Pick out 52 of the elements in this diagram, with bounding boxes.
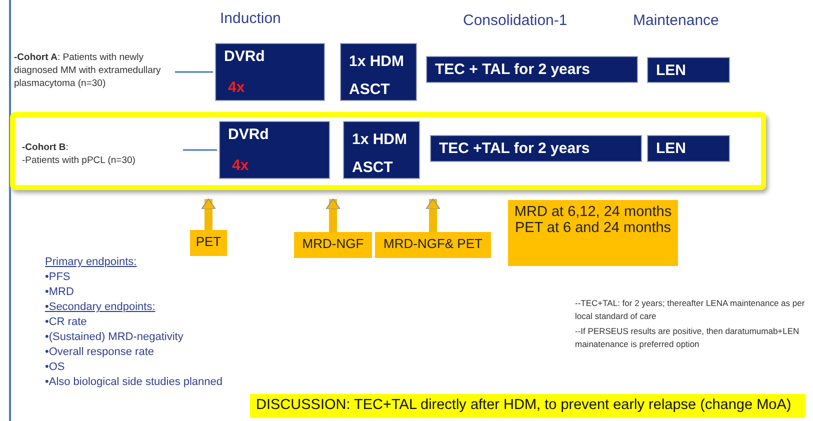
treatment-label: TEC + TAL for 2 years	[435, 61, 591, 78]
assessment-box	[190, 230, 227, 256]
block-arrow	[201, 198, 216, 230]
treatment-box	[426, 56, 638, 83]
assessment-box	[508, 200, 678, 266]
assessment-label: PET	[195, 234, 222, 249]
connector-line	[183, 149, 217, 151]
cohort-highlight-band	[10, 112, 766, 190]
treatment-label: TEC +TAL for 2 years	[439, 140, 591, 157]
cohort-description: -Cohort B:	[22, 142, 70, 155]
cycle-count: 4x	[232, 157, 250, 174]
treatment-box	[647, 57, 730, 83]
assessment-label: PET at 6 and 24 months	[514, 220, 672, 236]
treatment-box	[340, 43, 417, 101]
discussion-banner	[250, 394, 805, 418]
block-arrow	[326, 198, 340, 232]
cohort-description: -Patients with pPCL (n=30)	[22, 154, 136, 168]
treatment-box	[343, 121, 420, 179]
footnote: --TEC+TAL: for 2 years; thereafter LENA maintenance as per local standard of care	[575, 297, 806, 324]
endpoint-item: •CR rate	[45, 316, 87, 328]
endpoint-heading: Primary endpoints:	[45, 256, 137, 268]
treatment-label: 1x HDM ASCT	[352, 130, 408, 178]
assessment-label: MRD at 6,12, 24 months	[513, 204, 673, 220]
cycle-count: 4x	[228, 79, 246, 96]
connector-line	[175, 71, 213, 73]
treatment-box	[215, 43, 325, 101]
phase-heading: Induction	[220, 10, 281, 27]
treatment-label: LEN	[656, 62, 687, 79]
phase-heading: Consolidation-1	[463, 12, 568, 29]
cohort-description: -Cohort A: Patients with newly diagnosed MM with extramedullary plasmacytoma (n=30)	[14, 52, 162, 90]
treatment-box	[430, 135, 642, 162]
endpoint-item: •Overall response rate	[45, 346, 154, 358]
treatment-label: DVRd	[228, 126, 270, 143]
assessment-box	[294, 232, 372, 258]
treatment-label: DVRd	[224, 48, 266, 65]
discussion-text: DISCUSSION: TEC+TAL directly after HDM, to prevent early relapse (change MoA)	[256, 397, 792, 413]
assessment-label: MRD-NGF	[301, 236, 365, 251]
block-arrow	[426, 198, 440, 232]
endpoint-item: •(Sustained) MRD-negativity	[45, 331, 184, 343]
footnote: --If PERSEUS results are positive, then daratumumab+LEN mainatenance is preferred option	[575, 325, 800, 352]
phase-heading: Maintenance	[633, 12, 719, 29]
endpoint-item: •MRD	[45, 286, 74, 298]
treatment-box	[647, 135, 730, 162]
treatment-box	[219, 121, 330, 179]
endpoint-item: •Also biological side studies planned	[45, 376, 223, 388]
assessment-label: MRD-NGF& PET	[382, 236, 484, 251]
assessment-box	[375, 232, 491, 258]
endpoint-heading: •Secondary endpoints:	[45, 301, 156, 313]
treatment-label: 1x HDM ASCT	[349, 52, 406, 100]
endpoint-item: •OS	[45, 361, 65, 373]
endpoint-item: •PFS	[45, 271, 70, 283]
treatment-label: LEN	[656, 140, 687, 157]
